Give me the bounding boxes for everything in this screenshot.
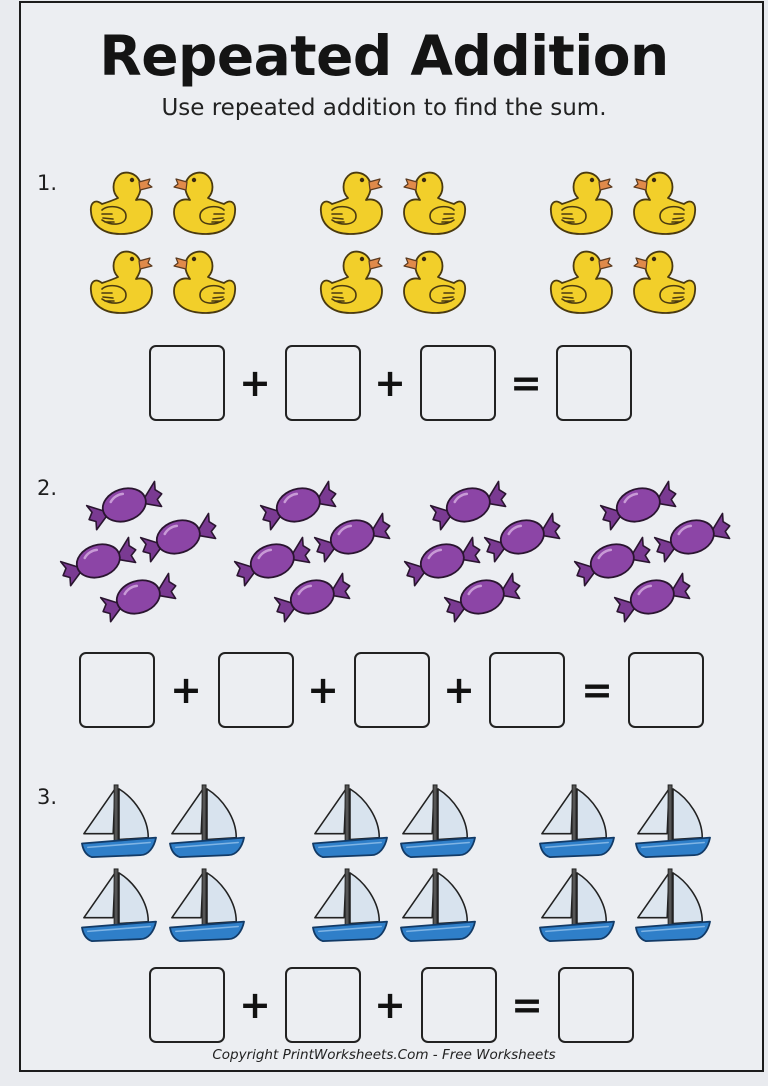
sailboat-icon (399, 866, 477, 946)
sailboat-icon (538, 866, 616, 946)
duck-icon (88, 168, 158, 236)
duck-icon (168, 247, 238, 315)
plus-sign: + (374, 361, 406, 405)
total-answer-box[interactable] (628, 652, 704, 728)
sailboat-icon (311, 782, 389, 862)
answer-box[interactable] (285, 345, 361, 421)
duck-icon (548, 168, 618, 236)
sailboat-icon (399, 782, 477, 862)
plus-sign: + (443, 668, 475, 712)
equals-sign: = (581, 668, 613, 712)
sailboat-icon (538, 782, 616, 862)
total-answer-box[interactable] (558, 967, 634, 1043)
answer-box[interactable] (421, 967, 497, 1043)
duck-icon (628, 168, 698, 236)
duck-icon (548, 247, 618, 315)
duck-icon (398, 247, 468, 315)
answer-box[interactable] (489, 652, 565, 728)
duck-icon (318, 168, 388, 236)
sailboat-icon (80, 782, 158, 862)
problem-1-number: 1. (37, 171, 58, 195)
total-answer-box[interactable] (556, 345, 632, 421)
equals-sign: = (510, 361, 542, 405)
answer-box[interactable] (149, 967, 225, 1043)
answer-box[interactable] (354, 652, 430, 728)
plus-sign: + (239, 983, 271, 1027)
equals-sign: = (511, 983, 543, 1027)
worksheet-instructions: Use repeated addition to find the sum. (161, 95, 607, 121)
problem-2-number: 2. (37, 476, 58, 500)
sailboat-icon (80, 866, 158, 946)
duck-icon (168, 168, 238, 236)
problem-3-number: 3. (37, 785, 58, 809)
sailboat-icon (168, 782, 246, 862)
duck-icon (628, 247, 698, 315)
worksheet-title: Repeated Addition (99, 24, 669, 88)
answer-box[interactable] (218, 652, 294, 728)
sailboat-icon (634, 782, 712, 862)
answer-box[interactable] (79, 652, 155, 728)
copyright-footer: Copyright PrintWorksheets.Com - Free Wor… (212, 1047, 556, 1063)
duck-icon (88, 247, 158, 315)
answer-box[interactable] (420, 345, 496, 421)
duck-icon (398, 168, 468, 236)
sailboat-icon (311, 866, 389, 946)
answer-box[interactable] (149, 345, 225, 421)
sailboat-icon (634, 866, 712, 946)
answer-box[interactable] (285, 967, 361, 1043)
plus-sign: + (307, 668, 339, 712)
sailboat-icon (168, 866, 246, 946)
duck-icon (318, 247, 388, 315)
plus-sign: + (170, 668, 202, 712)
plus-sign: + (239, 361, 271, 405)
plus-sign: + (374, 983, 406, 1027)
